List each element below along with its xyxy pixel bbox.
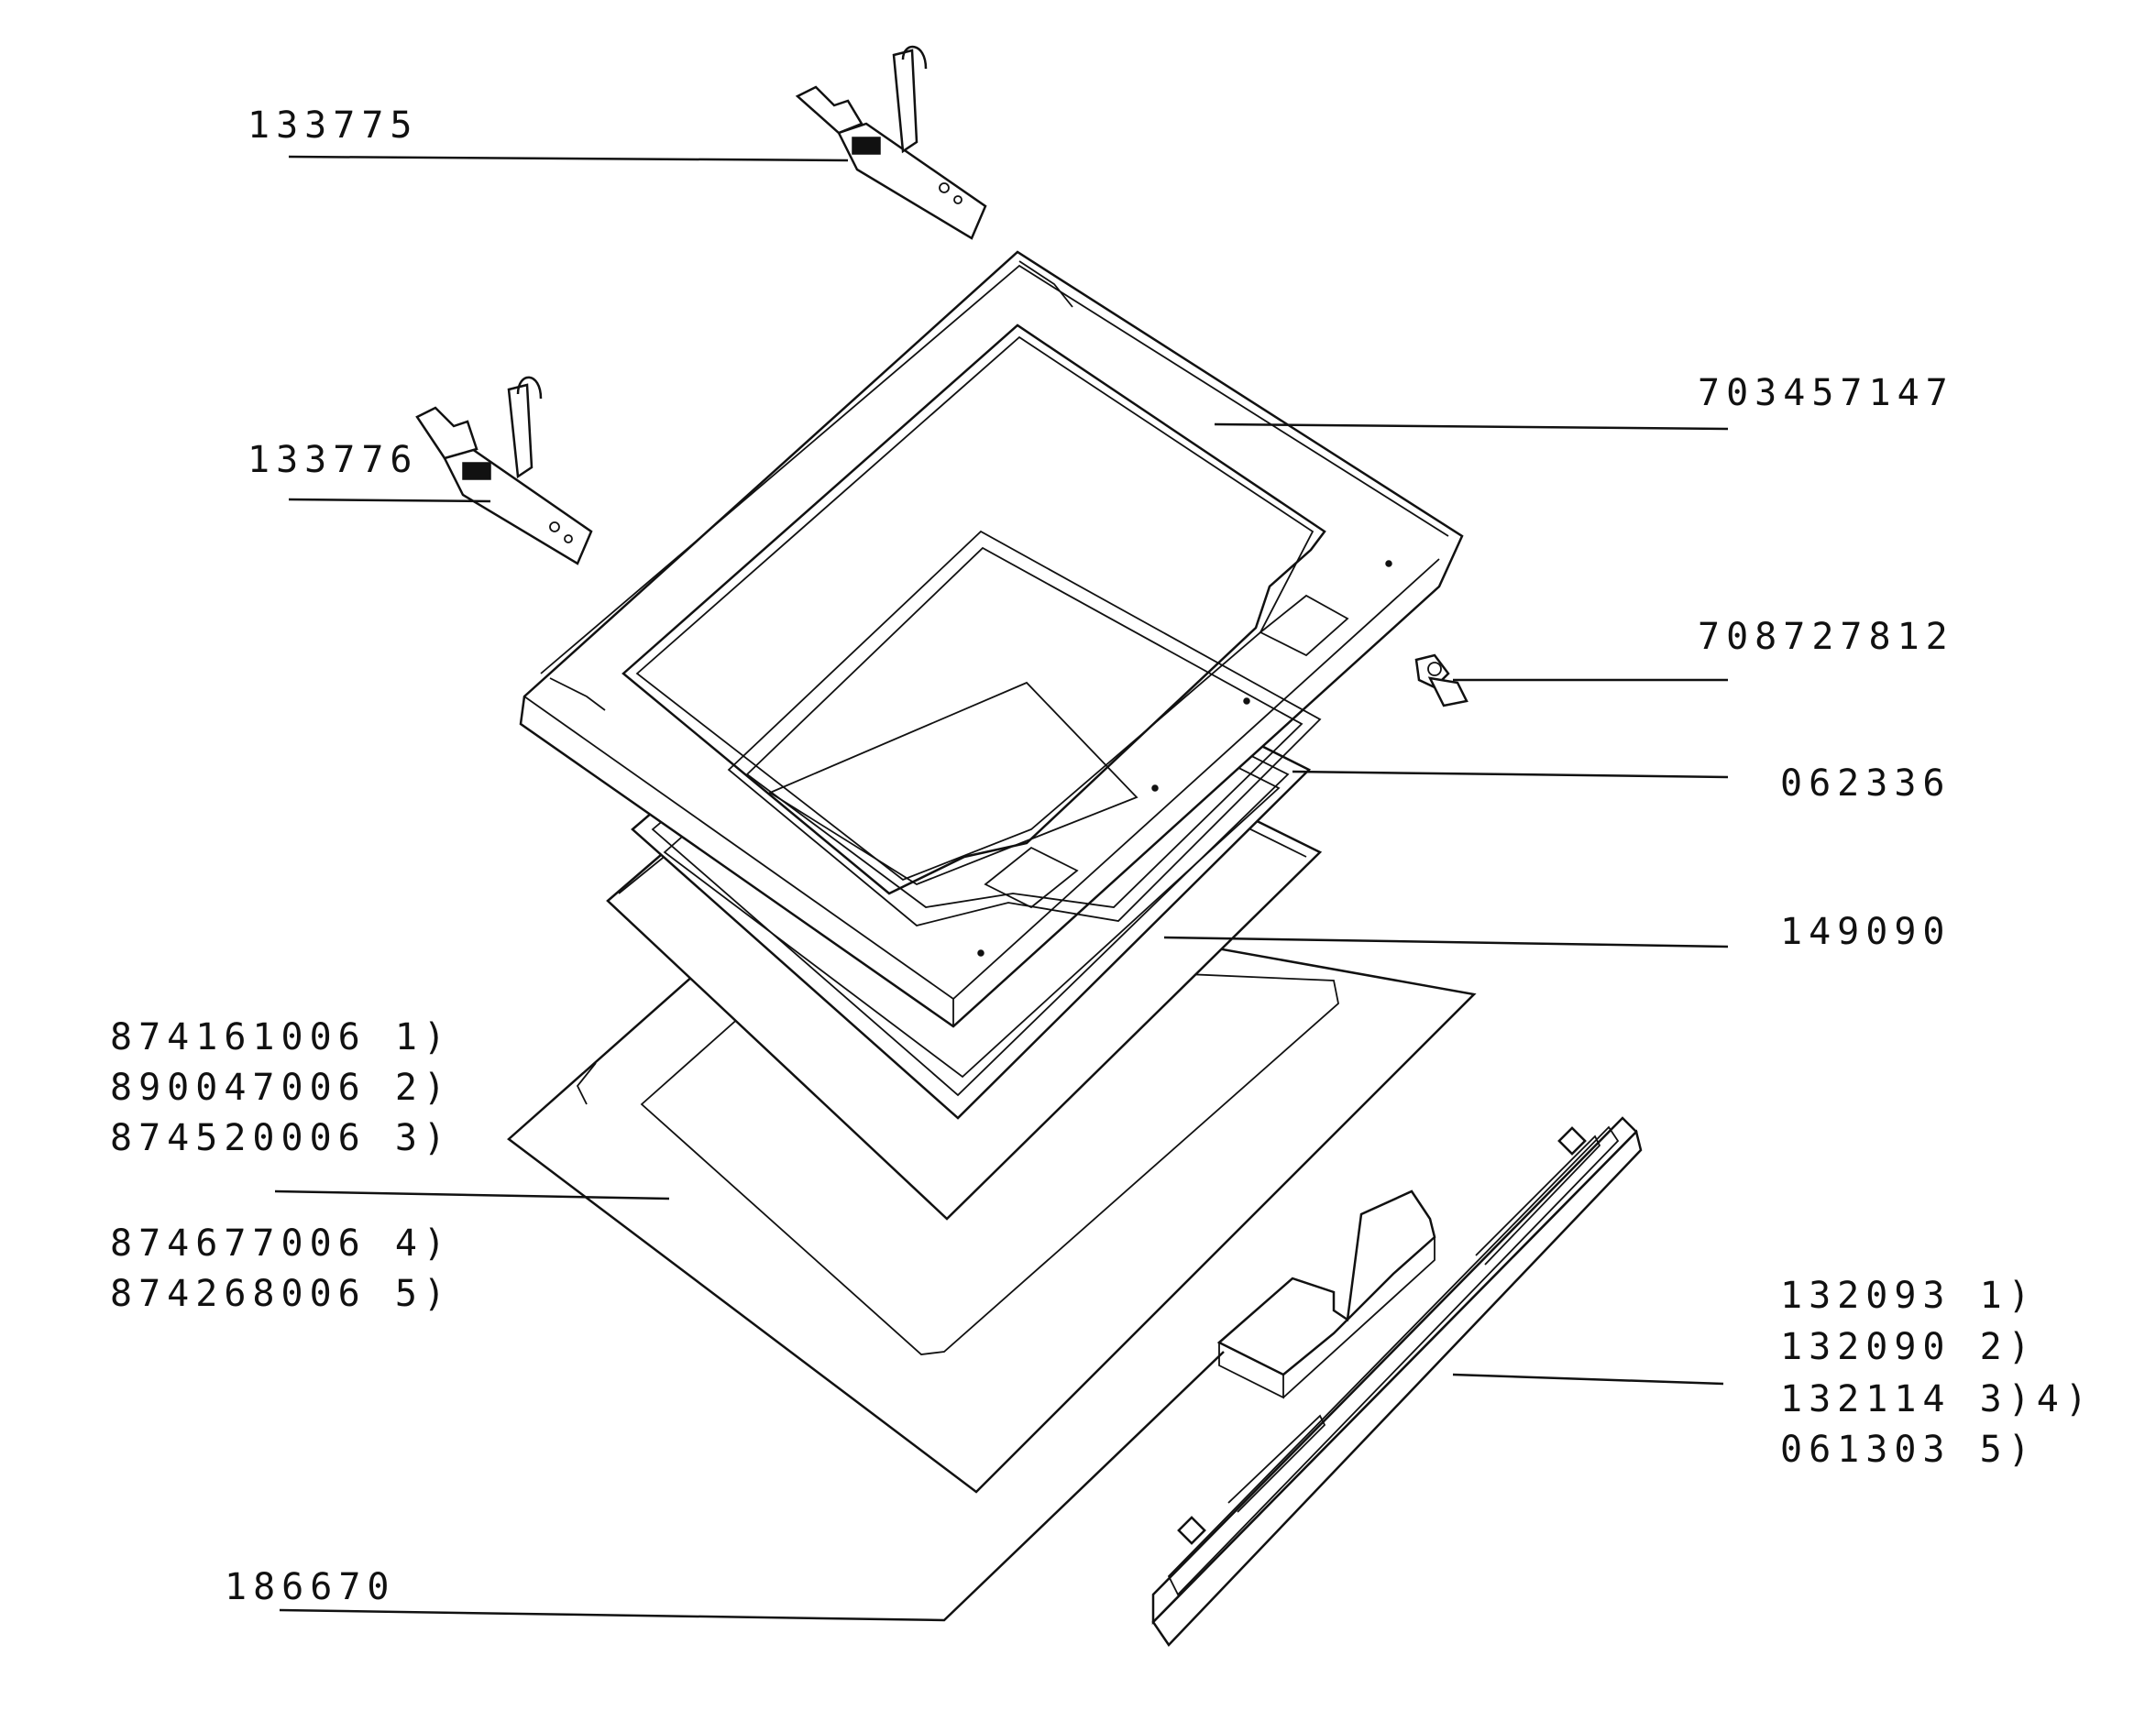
label-glass-1: 874161006 1) xyxy=(110,1016,452,1058)
label-handle-4: 061303 5) xyxy=(1780,1429,2037,1471)
label-062336: 062336 xyxy=(1780,762,1952,805)
label-glass-2: 890047006 2) xyxy=(110,1067,452,1109)
label-186670: 186670 xyxy=(225,1566,396,1608)
label-149090: 149090 xyxy=(1780,911,1952,953)
label-glass-3: 874520006 3) xyxy=(110,1117,452,1159)
door-handle xyxy=(1151,1116,1643,1647)
label-703457147: 703457147 xyxy=(1698,372,1954,414)
label-handle-3: 132114 3)4) xyxy=(1780,1378,2094,1420)
spacer-block xyxy=(1216,1189,1436,1399)
leader-glass xyxy=(274,1189,670,1200)
label-133776: 133776 xyxy=(248,439,419,481)
leader-186670 xyxy=(279,1351,1225,1622)
hinge-lower xyxy=(415,376,593,565)
leader-703457147 xyxy=(1214,422,1729,431)
part-labels: 133775 133776 703457147 708727812 062336… xyxy=(110,104,2094,1608)
leader-lines xyxy=(274,155,1729,1622)
label-708727812: 708727812 xyxy=(1698,616,1954,658)
door-frame xyxy=(519,250,1464,1028)
leader-133775 xyxy=(288,155,849,162)
leader-handle xyxy=(1452,1373,1724,1386)
label-133775: 133775 xyxy=(248,104,419,147)
small-clip xyxy=(1414,653,1468,707)
leader-062336 xyxy=(1292,770,1729,779)
hinge-upper xyxy=(795,45,987,240)
label-glass-5: 874268006 5) xyxy=(110,1273,452,1315)
label-handle-1: 132093 1) xyxy=(1780,1275,2037,1317)
leader-149090 xyxy=(1163,936,1729,948)
leader-133776 xyxy=(288,498,491,503)
label-glass-4: 874677006 4) xyxy=(110,1222,452,1265)
label-handle-2: 132090 2) xyxy=(1780,1326,2037,1368)
